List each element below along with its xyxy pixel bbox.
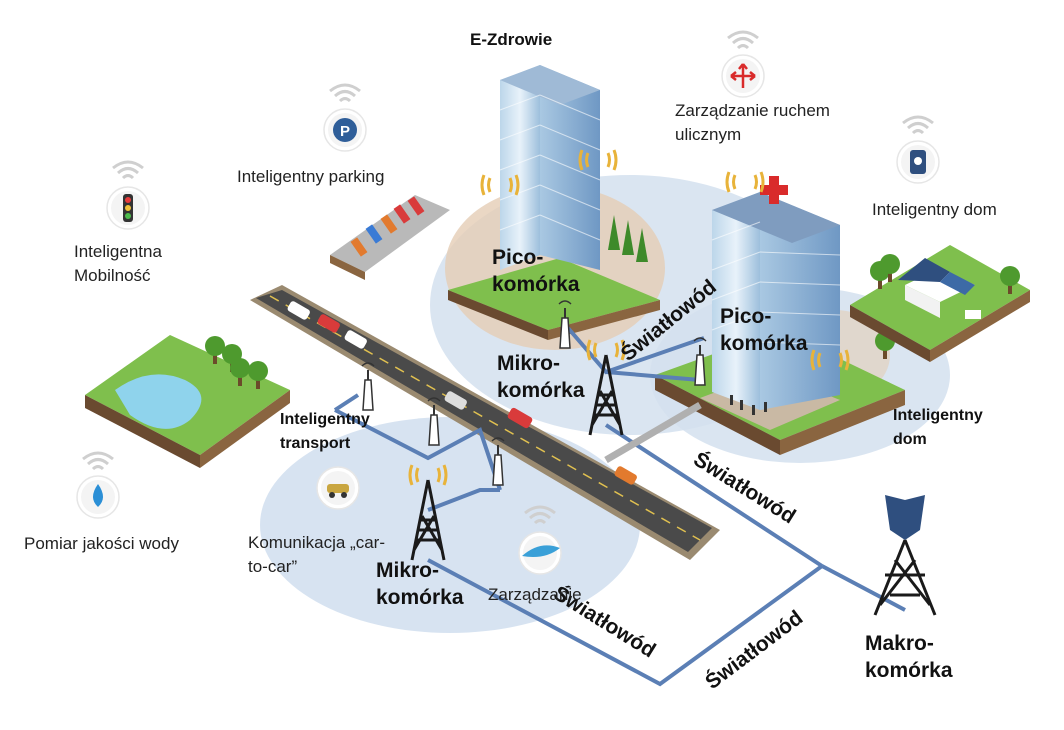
road xyxy=(250,285,720,560)
car-to-car-label: Komunikacja „car- to-car” xyxy=(248,533,385,576)
smart-parking-label: Inteligentny parking xyxy=(237,167,385,186)
hospital-building xyxy=(655,170,905,455)
park-pond xyxy=(85,335,290,468)
micro-cell-label-2: Mikro- komórka xyxy=(376,559,464,609)
plane-icon xyxy=(518,505,562,575)
svg-text:P: P xyxy=(340,123,350,140)
fiber-label-4: Światłowód xyxy=(701,605,808,694)
water-quality-label: Pomiar jakości wody xyxy=(24,534,179,553)
smart-home-label-right: Inteligentny dom xyxy=(893,407,983,448)
hospital-cross-icon xyxy=(760,176,788,204)
water-drop-icon xyxy=(76,451,120,519)
management-label: Zarządzanie xyxy=(488,585,582,604)
fiber-links xyxy=(333,326,906,687)
e-health-label: E-Zdrowie xyxy=(470,30,553,49)
smart-mobility-label: Inteligentna Mobilność xyxy=(74,242,162,285)
parking-icon: P xyxy=(323,83,367,152)
macro-cell-label: Makro- komórka xyxy=(865,632,953,682)
traffic-light-icon xyxy=(106,160,150,230)
e-health-building xyxy=(448,65,660,340)
arrows-icon xyxy=(721,30,765,98)
pico-cell-label-2: Pico- komórka xyxy=(720,305,808,355)
gray-link xyxy=(604,401,702,464)
phone-icon xyxy=(896,115,940,184)
smart-home-label-top: Inteligentny dom xyxy=(872,200,997,219)
pico-cell-label-1: Pico- komórka xyxy=(492,246,580,296)
smart-home-house xyxy=(850,245,1030,362)
macro-tower-icon xyxy=(873,495,937,616)
micro-cell-label-1: Mikro- komórka xyxy=(497,352,585,402)
traffic-management-label: Zarządzanie ruchem ulicznym xyxy=(675,101,830,144)
car-icon xyxy=(316,466,360,510)
parking-lot xyxy=(330,195,450,280)
smart-transport-label: Inteligentny transport xyxy=(280,411,370,452)
